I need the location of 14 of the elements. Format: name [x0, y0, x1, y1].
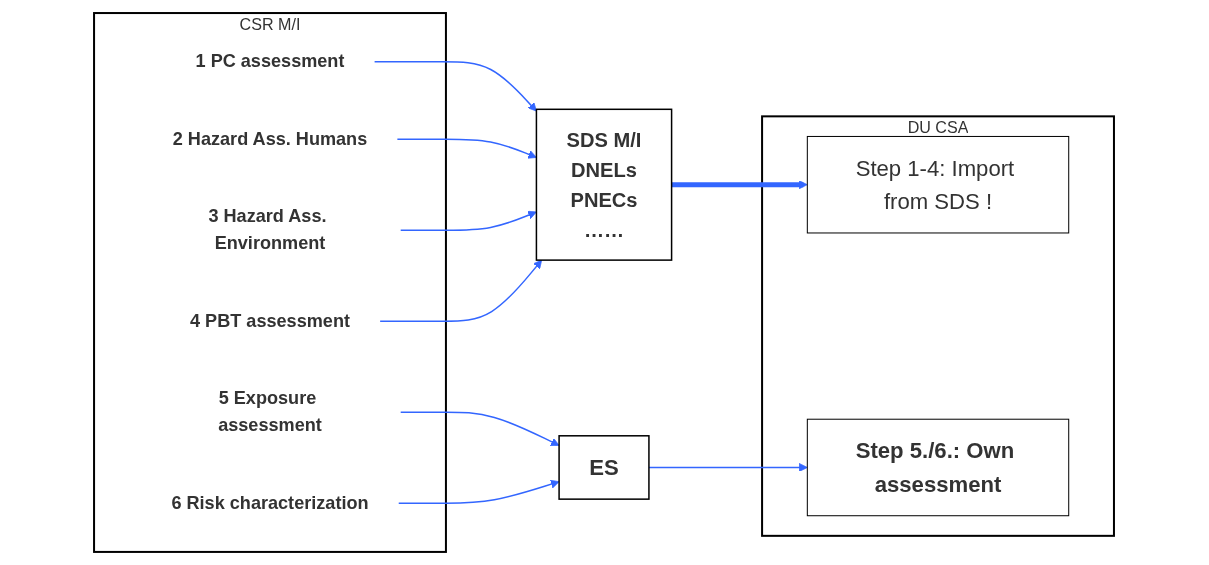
node-text: 6 Risk characterization [171, 492, 370, 513]
node-text: 5 Exposure assessment [218, 388, 323, 436]
node-box: Step 5./6.: Own assessment [807, 418, 1070, 517]
node-box: ES [558, 435, 651, 500]
arrow [400, 411, 560, 446]
node-box: SDS M/I DNELs PNECs …… [536, 108, 673, 261]
arrow [379, 259, 543, 322]
arrow [374, 61, 538, 112]
node-box: Step 1-4: Import from SDS ! [807, 135, 1070, 234]
arrow [398, 479, 560, 504]
node-text: 3 Hazard Ass. Environment [208, 206, 327, 254]
node-text: 2 Hazard Ass. Humans [173, 128, 368, 149]
node-text: 4 PBT assessment [190, 310, 351, 331]
node-text: 1 PC assessment [196, 51, 345, 72]
